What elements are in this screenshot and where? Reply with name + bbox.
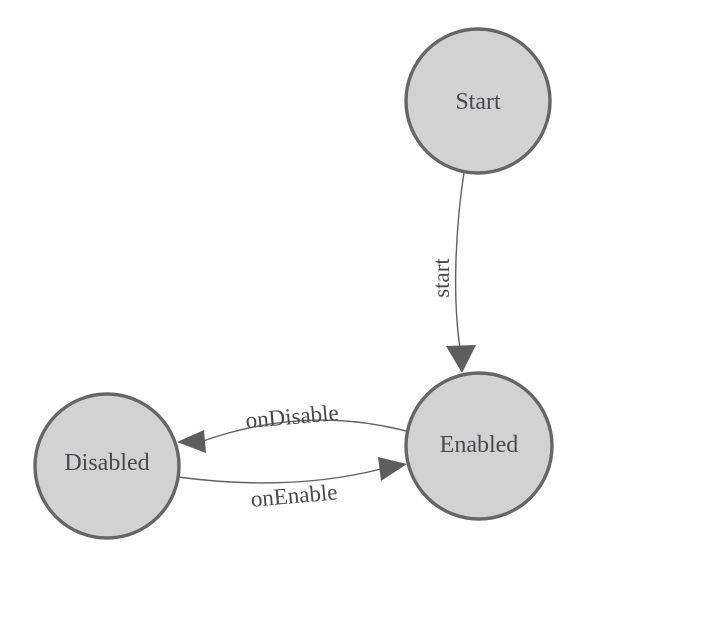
edge-line-onenable (177, 468, 382, 484)
node-label-disabled: Disabled (64, 450, 149, 476)
edge-label-start: start (429, 258, 454, 298)
edge-start-to-enabled: start (429, 171, 476, 373)
arrowhead-into-enabled-left-icon (378, 457, 407, 481)
state-node-start: Start (404, 27, 552, 175)
node-label-start: Start (455, 89, 501, 115)
edge-label-ondisable: onDisable (245, 400, 340, 433)
edge-line-ondisable (202, 419, 407, 442)
node-label-enabled: Enabled (440, 432, 519, 458)
edge-label-onenable: onEnable (250, 479, 339, 511)
arrowhead-into-enabled-top-icon (446, 345, 476, 373)
edge-disabled-to-enabled: onEnable (177, 457, 407, 512)
state-circle-start (404, 27, 552, 175)
state-circle-disabled (33, 392, 181, 540)
state-node-disabled: Disabled (33, 392, 181, 540)
arrowhead-into-disabled-icon (177, 430, 206, 453)
state-node-enabled: Enabled (404, 371, 554, 521)
edge-enabled-to-disabled: onDisable (177, 400, 407, 453)
edge-line-start (454, 171, 465, 349)
state-circle-enabled (404, 371, 554, 521)
